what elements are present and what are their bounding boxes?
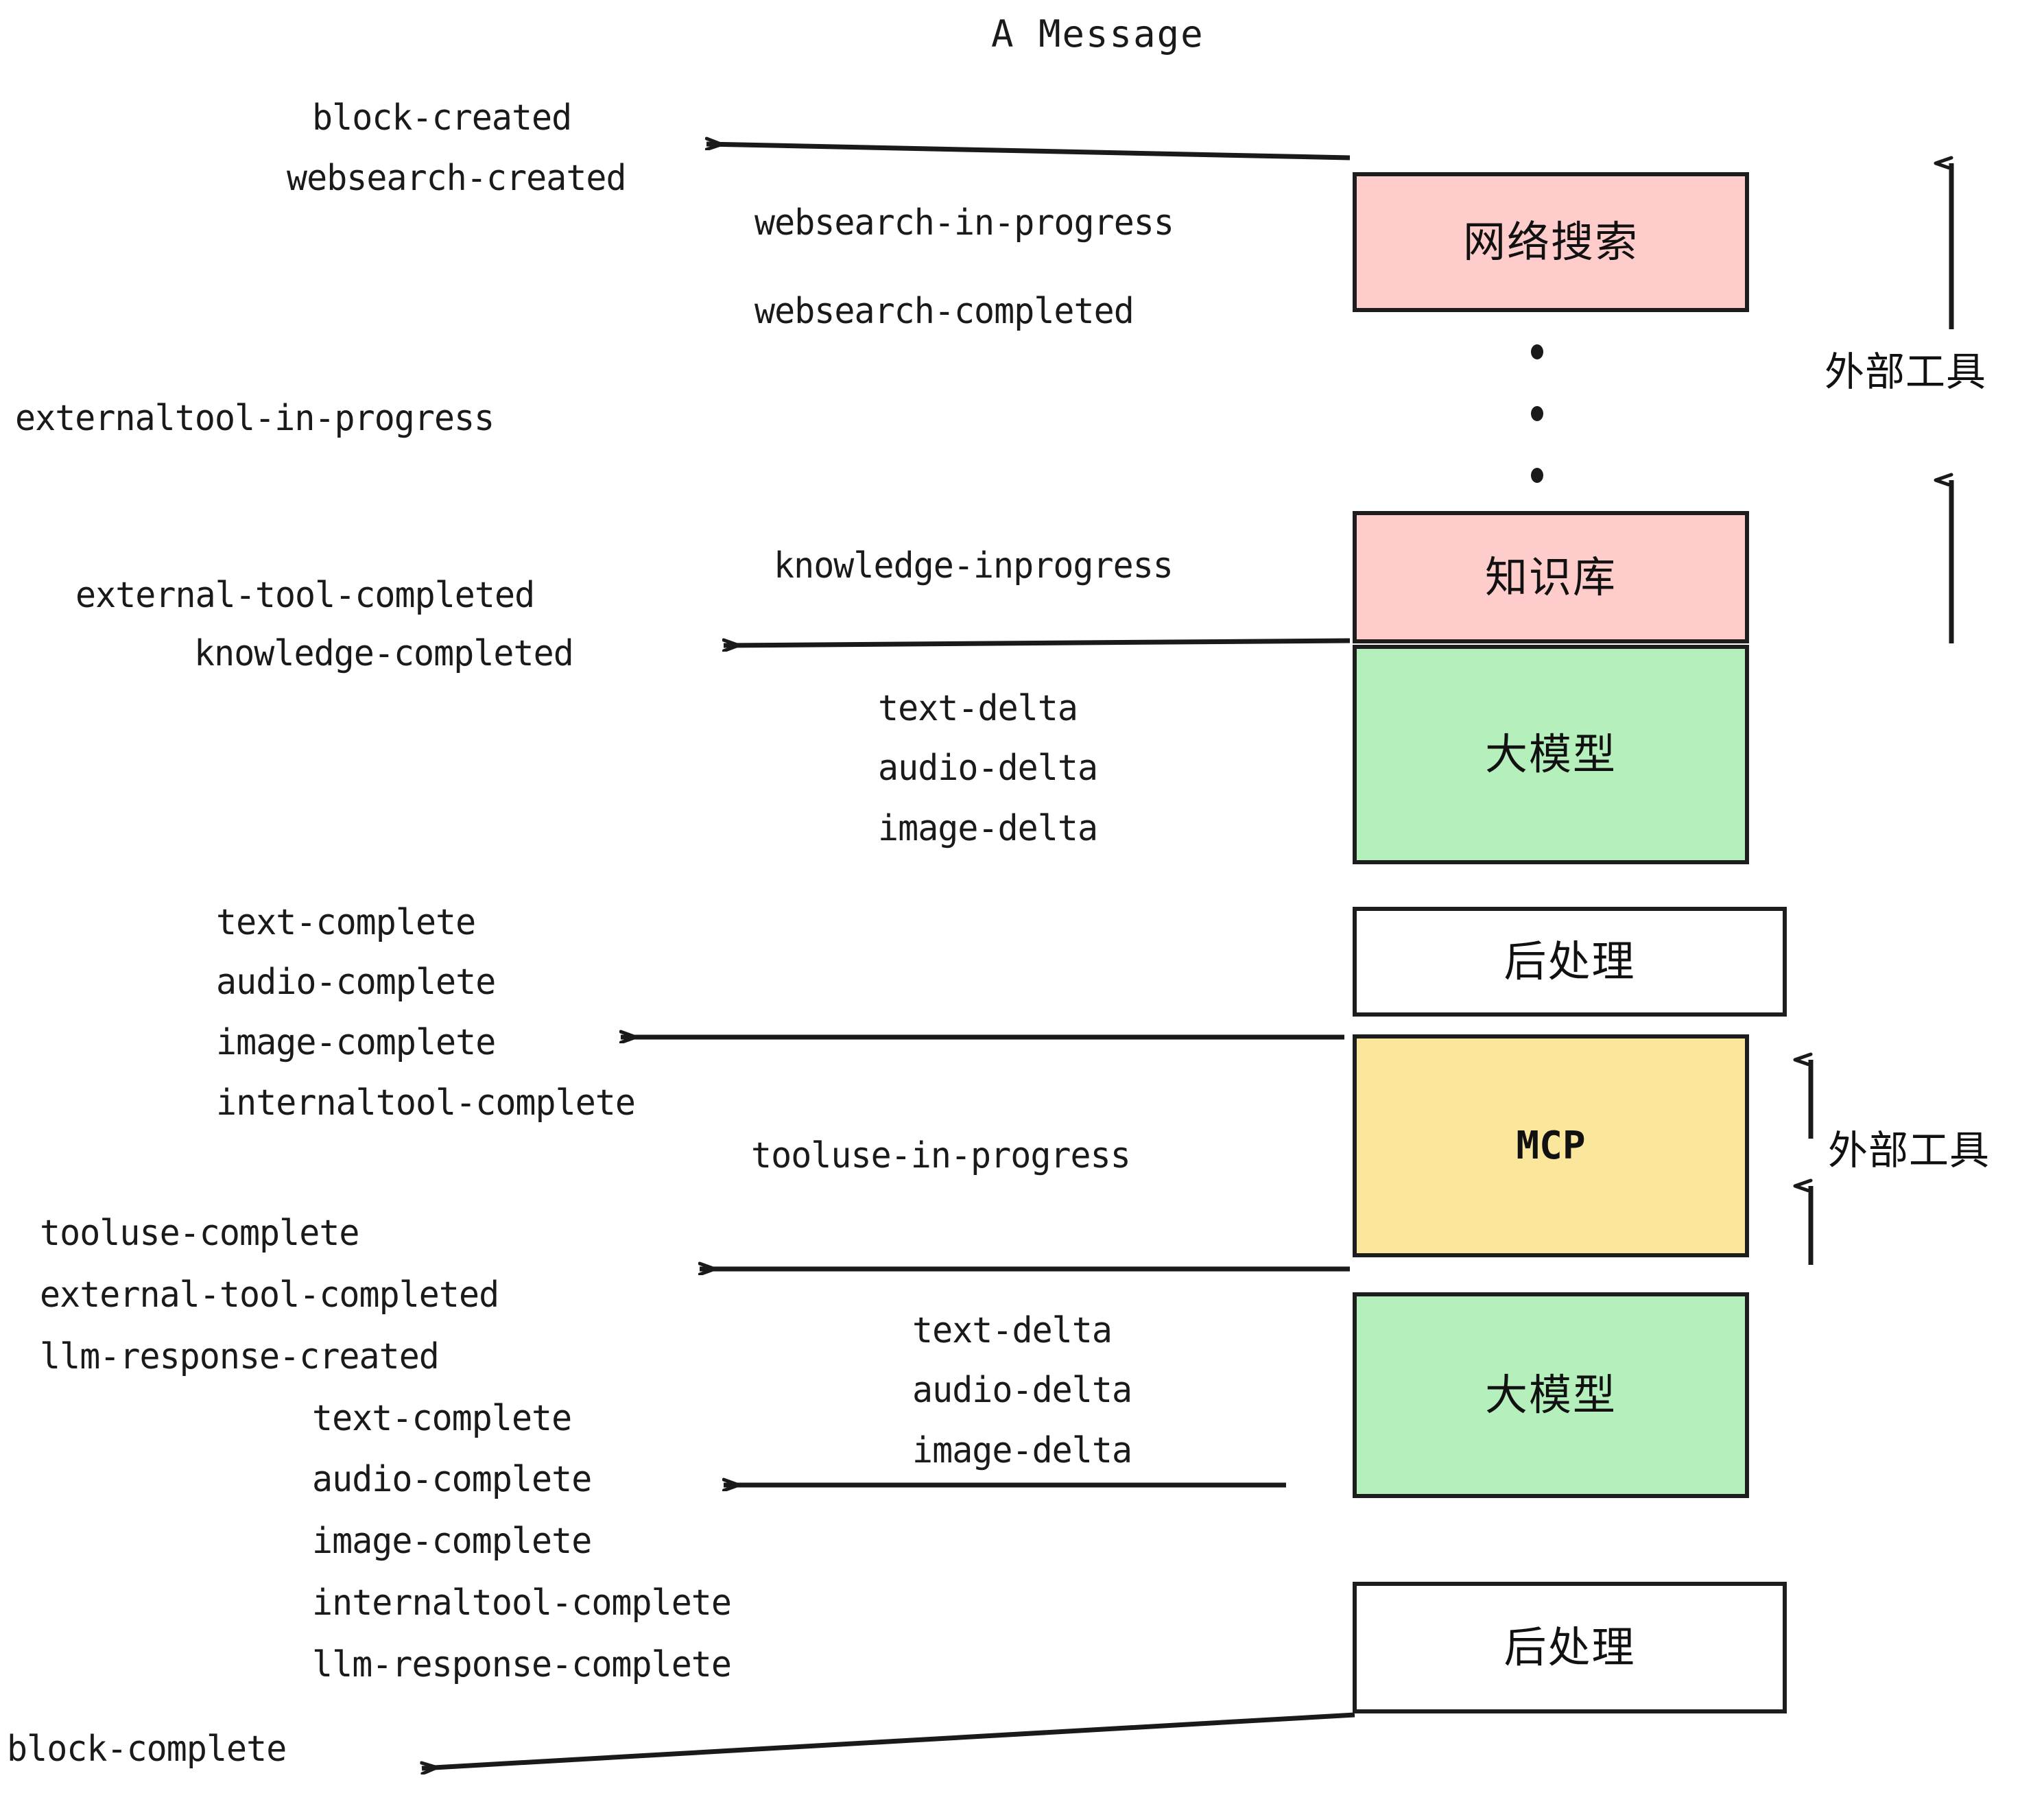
event-image-delta-second: image-delta [912, 1430, 1132, 1471]
event-llm-response-complete: llm-response-complete [312, 1644, 732, 1685]
arrow-knowledge-to-completed [724, 638, 1351, 645]
event-websearch-in-progress: websearch-in-progress [754, 202, 1174, 244]
node-knowledge[interactable]: 知识库 [1353, 511, 1749, 643]
node-knowledge-label: 知识库 [1484, 551, 1617, 602]
event-knowledge-completed: knowledge-completed [194, 633, 574, 674]
arrow-postprocess-to-block-complete [422, 1712, 1355, 1768]
event-audio-complete-second: audio-complete [312, 1459, 592, 1500]
ellipsis-dot-1 [1531, 344, 1543, 359]
event-websearch-created: websearch-created [287, 158, 627, 199]
arrow-websearch-to-created [706, 144, 1351, 161]
event-text-complete-second: text-complete [312, 1398, 572, 1439]
side-label-external-tool-top: 外部工具 [1825, 348, 1987, 395]
node-websearch[interactable]: 网络搜索 [1353, 172, 1749, 312]
node-postprocess-second-label: 后处理 [1504, 1622, 1636, 1672]
node-llm-second[interactable]: 大模型 [1353, 1292, 1749, 1498]
event-image-complete-first: image-complete [216, 1022, 496, 1063]
node-llm-first-label: 大模型 [1484, 729, 1617, 779]
node-mcp-label: MCP [1516, 1123, 1586, 1168]
event-internaltool-complete-first: internaltool-complete [216, 1082, 636, 1124]
ellipsis-dot-3 [1531, 468, 1543, 483]
event-text-complete-first: text-complete [216, 902, 476, 943]
side-label-external-tool-bottom: 外部工具 [1828, 1127, 1990, 1174]
diagram-title: A Message [991, 12, 1204, 56]
node-mcp[interactable]: MCP [1353, 1034, 1749, 1257]
event-knowledge-inprogress: knowledge-inprogress [774, 545, 1174, 586]
event-internaltool-complete-second: internaltool-complete [312, 1582, 732, 1624]
event-external-tool-completed-first: external-tool-completed [75, 575, 535, 616]
event-audio-complete-first: audio-complete [216, 962, 496, 1003]
ellipsis-dot-2 [1531, 406, 1543, 421]
event-tooluse-in-progress: tooluse-in-progress [751, 1135, 1131, 1176]
event-llm-response-created: llm-response-created [40, 1336, 440, 1377]
event-image-delta-first: image-delta [878, 808, 1098, 849]
event-image-complete-second: image-complete [312, 1521, 592, 1562]
node-postprocess-first[interactable]: 后处理 [1353, 907, 1787, 1017]
node-postprocess-first-label: 后处理 [1504, 936, 1636, 986]
event-audio-delta-first: audio-delta [878, 748, 1098, 789]
node-websearch-label: 网络搜索 [1462, 217, 1639, 267]
event-externaltool-in-progress: externaltool-in-progress [15, 398, 495, 439]
event-audio-delta-second: audio-delta [912, 1370, 1132, 1411]
node-llm-first[interactable]: 大模型 [1353, 645, 1749, 864]
event-text-delta-first: text-delta [878, 688, 1078, 729]
node-postprocess-second[interactable]: 后处理 [1353, 1582, 1787, 1713]
event-external-tool-completed-second: external-tool-completed [40, 1274, 499, 1316]
event-websearch-completed: websearch-completed [754, 291, 1134, 332]
node-llm-second-label: 大模型 [1484, 1370, 1617, 1420]
event-text-delta-second: text-delta [912, 1310, 1113, 1351]
event-block-complete: block-complete [7, 1729, 287, 1770]
event-block-created: block-created [312, 97, 572, 139]
event-tooluse-complete: tooluse-complete [40, 1213, 359, 1254]
